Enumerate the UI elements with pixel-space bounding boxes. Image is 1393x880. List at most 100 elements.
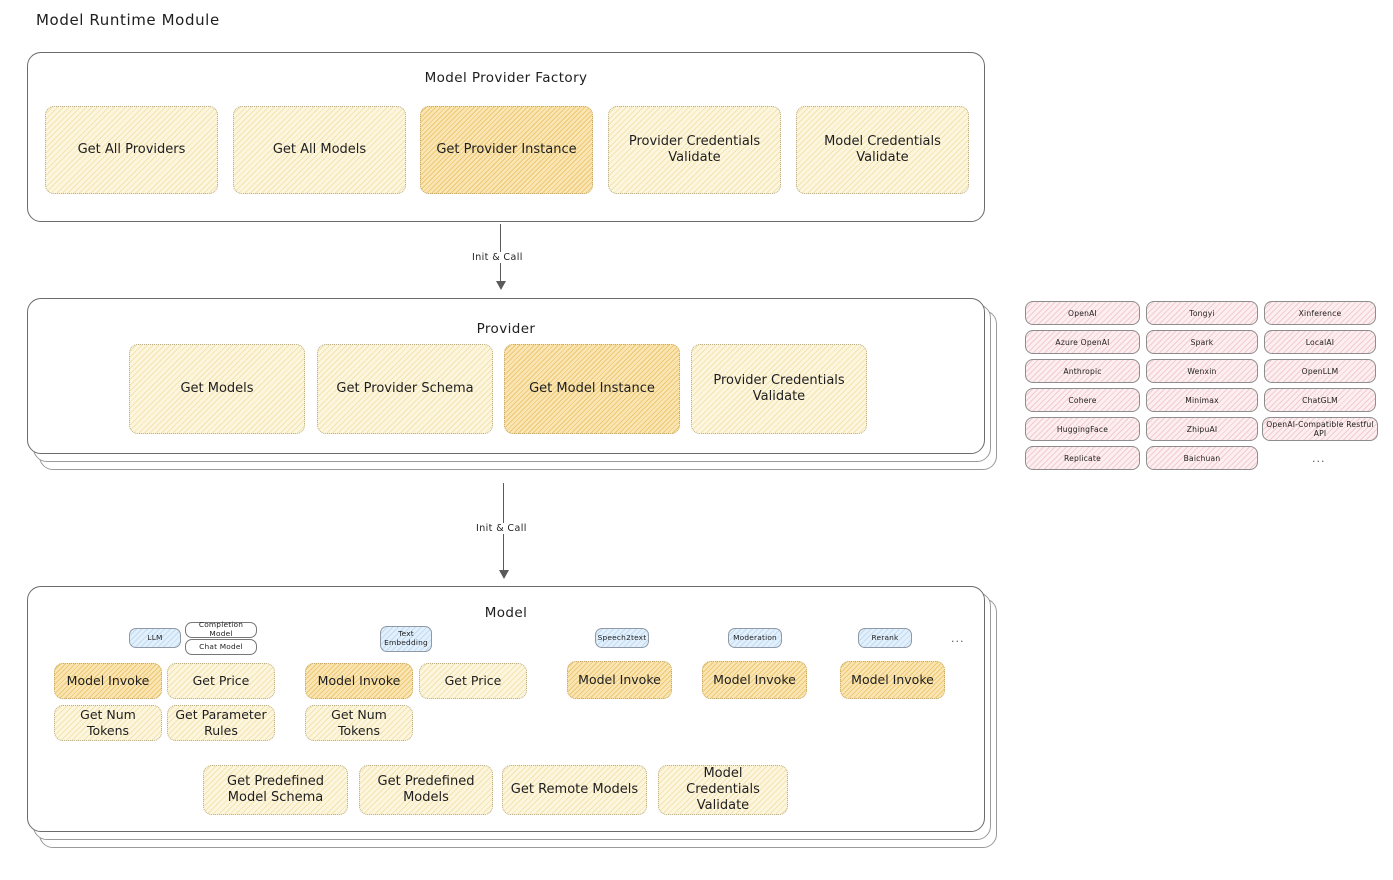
- chip-label: Model Invoke: [713, 672, 796, 688]
- provider-pill-openllm[interactable]: OpenLLM: [1264, 359, 1376, 383]
- chip-label: Model Credentials Validate: [686, 765, 760, 814]
- chip-label: Get Parameter Rules: [175, 707, 267, 738]
- chip-label: Get Models: [180, 380, 254, 396]
- provider-chip-get-provider-schema[interactable]: Get Provider Schema: [317, 344, 493, 434]
- pill-label: LocalAI: [1305, 337, 1335, 347]
- pill-label: Baichuan: [1183, 453, 1221, 463]
- pill-label: Anthropic: [1063, 366, 1102, 376]
- model-shared-op-model-credentials-validate[interactable]: Model Credentials Validate: [658, 765, 788, 815]
- model-op-moderation-model-invoke[interactable]: Model Invoke: [702, 661, 807, 699]
- badge-label: Chat Model: [199, 641, 243, 651]
- model-op-llm-model-invoke[interactable]: Model Invoke: [54, 663, 162, 699]
- pill-label: Wenxin: [1187, 366, 1217, 376]
- badge-label: Completion Model: [198, 620, 244, 638]
- model-shared-op-get-predefined-models[interactable]: Get Predefined Models: [359, 765, 493, 815]
- chip-label: Get Num Tokens: [80, 707, 136, 738]
- provider-pill-wenxin[interactable]: Wenxin: [1146, 359, 1258, 383]
- chip-label: Get Remote Models: [510, 781, 639, 797]
- pill-label: Minimax: [1185, 395, 1219, 405]
- model-type-badge-rerank[interactable]: Rerank: [858, 628, 912, 648]
- chip-label: Get Provider Schema: [336, 380, 474, 396]
- pill-label: Xinference: [1298, 308, 1342, 318]
- provider-chip-get-model-instance[interactable]: Get Model Instance: [504, 344, 680, 434]
- factory-title: Model Provider Factory: [424, 70, 588, 86]
- pill-label: OpenAI-Compatible Restful API: [1266, 420, 1374, 438]
- pill-label: Tongyi: [1189, 308, 1215, 318]
- pill-label: Spark: [1190, 337, 1214, 347]
- factory-chip-model-credentials-validate[interactable]: Model Credentials Validate: [796, 106, 969, 194]
- badge-label: Speech2text: [597, 632, 647, 642]
- model-op-text-embedding-get-price[interactable]: Get Price: [419, 663, 527, 699]
- provider-pill-zhipuai[interactable]: ZhipuAI: [1146, 417, 1258, 441]
- model-op-text-embedding-model-invoke[interactable]: Model Invoke: [305, 663, 413, 699]
- arrow-factory-to-provider-head: [496, 281, 506, 290]
- provider-pill-localai[interactable]: LocalAI: [1264, 330, 1376, 354]
- pill-label: Cohere: [1068, 395, 1097, 405]
- provider-pill-openai-compatible-restful-api[interactable]: OpenAI-Compatible Restful API: [1262, 417, 1378, 441]
- arrow-factory-to-provider-label: Init & Call: [468, 252, 527, 263]
- chip-label: Get Provider Instance: [436, 141, 577, 157]
- provider-title: Provider: [476, 321, 536, 337]
- chip-label: Get Price: [444, 673, 502, 689]
- provider-chip-provider-credentials-validate[interactable]: Provider Credentials Validate: [691, 344, 867, 434]
- model-op-llm-get-num-tokens[interactable]: Get Num Tokens: [54, 705, 162, 741]
- provider-chip-get-models[interactable]: Get Models: [129, 344, 305, 434]
- factory-chip-get-all-models[interactable]: Get All Models: [233, 106, 406, 194]
- pill-label: Azure OpenAI: [1055, 337, 1110, 347]
- chip-label: Model Invoke: [578, 672, 661, 688]
- model-op-llm-get-price[interactable]: Get Price: [167, 663, 275, 699]
- chip-label: Model Invoke: [851, 672, 934, 688]
- model-subtype-badge-chat-model[interactable]: Chat Model: [185, 639, 257, 655]
- provider-pill-cohere[interactable]: Cohere: [1025, 388, 1140, 412]
- model-type-badge-moderation[interactable]: Moderation: [728, 628, 782, 648]
- chip-label: Provider Credentials Validate: [628, 133, 761, 165]
- model-shared-op-get-remote-models[interactable]: Get Remote Models: [502, 765, 647, 815]
- page-title: Model Runtime Module: [36, 11, 220, 29]
- pill-label: ZhipuAI: [1186, 424, 1218, 434]
- provider-pill-tongyi[interactable]: Tongyi: [1146, 301, 1258, 325]
- pill-label: Replicate: [1064, 453, 1101, 463]
- chip-label: Get Predefined Model Schema: [227, 773, 324, 805]
- provider-pill-spark[interactable]: Spark: [1146, 330, 1258, 354]
- arrow-provider-to-model-label: Init & Call: [472, 523, 531, 534]
- model-op-llm-get-parameter-rules[interactable]: Get Parameter Rules: [167, 705, 275, 741]
- model-op-speech2text-model-invoke[interactable]: Model Invoke: [567, 661, 672, 699]
- chip-label: Model Invoke: [66, 673, 150, 689]
- model-op-text-embedding-get-num-tokens[interactable]: Get Num Tokens: [305, 705, 413, 741]
- provider-pill-chatglm[interactable]: ChatGLM: [1264, 388, 1376, 412]
- factory-chip-provider-credentials-validate[interactable]: Provider Credentials Validate: [608, 106, 781, 194]
- model-type-badge-speech2text[interactable]: Speech2text: [595, 628, 649, 648]
- chip-label: Get All Providers: [77, 141, 186, 157]
- pill-label: OpenAI: [1068, 308, 1097, 318]
- model-types-more-ellipsis: ...: [951, 632, 965, 645]
- provider-pill-huggingface[interactable]: HuggingFace: [1025, 417, 1140, 441]
- arrow-provider-to-model-head: [499, 570, 509, 579]
- pill-label: OpenLLM: [1301, 366, 1339, 376]
- provider-pill-openai[interactable]: OpenAI: [1025, 301, 1140, 325]
- model-type-badge-text-embedding[interactable]: Text Embedding: [380, 626, 432, 652]
- badge-label: Moderation: [733, 632, 777, 642]
- factory-chip-get-provider-instance[interactable]: Get Provider Instance: [420, 106, 593, 194]
- chip-label: Get Predefined Models: [377, 773, 475, 805]
- provider-pill-minimax[interactable]: Minimax: [1146, 388, 1258, 412]
- provider-list-more-ellipsis: ...: [1312, 452, 1326, 465]
- provider-pill-xinference[interactable]: Xinference: [1264, 301, 1376, 325]
- model-type-badge-llm[interactable]: LLM: [129, 628, 181, 648]
- model-title: Model: [484, 605, 528, 621]
- badge-label: Text Embedding: [384, 629, 428, 647]
- model-shared-op-get-predefined-model-schema[interactable]: Get Predefined Model Schema: [203, 765, 348, 815]
- model-subtype-badge-completion-model[interactable]: Completion Model: [185, 620, 257, 638]
- provider-pill-azure-openai[interactable]: Azure OpenAI: [1025, 330, 1140, 354]
- provider-pill-baichuan[interactable]: Baichuan: [1146, 446, 1258, 470]
- chip-label: Get All Models: [272, 141, 367, 157]
- model-op-rerank-model-invoke[interactable]: Model Invoke: [840, 661, 945, 699]
- pill-label: ChatGLM: [1302, 395, 1338, 405]
- provider-pill-anthropic[interactable]: Anthropic: [1025, 359, 1140, 383]
- chip-label: Get Num Tokens: [331, 707, 387, 738]
- chip-label: Get Model Instance: [529, 380, 655, 396]
- provider-pill-replicate[interactable]: Replicate: [1025, 446, 1140, 470]
- factory-chip-get-all-providers[interactable]: Get All Providers: [45, 106, 218, 194]
- chip-label: Get Price: [192, 673, 250, 689]
- badge-label: LLM: [147, 632, 163, 642]
